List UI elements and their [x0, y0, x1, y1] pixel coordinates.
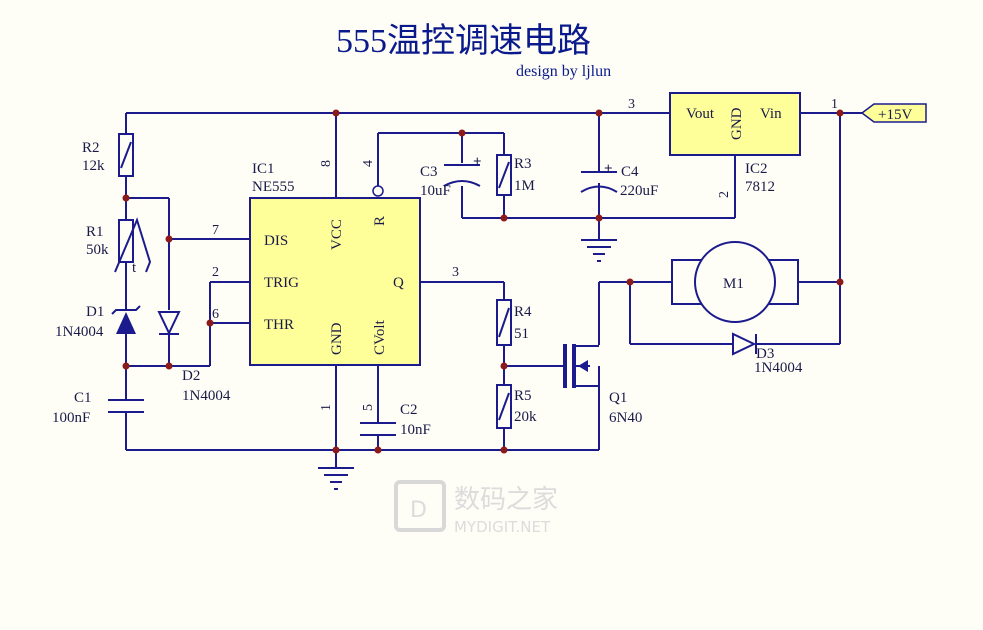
watermark: D 数码之家 MYDIGIT.NET [394, 480, 558, 536]
thermistor-icon [118, 219, 134, 263]
c3-capacitor: + C3 10uF [420, 154, 482, 199]
r1-value: 50k [86, 242, 109, 258]
resistor-icon [118, 133, 134, 177]
q1-ref: Q1 [609, 390, 627, 406]
d2-diode: D2 1N4004 [157, 311, 231, 404]
power-port-label: +15V [878, 107, 912, 123]
c3-polarity: + [473, 154, 482, 170]
q1-mosfet: Q1 6N40 [563, 344, 642, 426]
schematic-title: 555温控调速电路 [336, 22, 591, 60]
c4-capacitor: + C4 220uF [580, 161, 658, 199]
r2-resistor: R2 12k [82, 133, 134, 177]
ic1-r-label: R [372, 216, 388, 226]
r1-temp-mark: t [132, 260, 137, 276]
ic1-trig-label: TRIG [264, 275, 299, 291]
ic1-reset-inversion-bubble-icon [372, 185, 384, 197]
d1-diode: D1 1N4004 [55, 304, 141, 340]
ic1-pin3: 3 [452, 265, 459, 280]
d1-value: 1N4004 [55, 324, 104, 340]
diode-down-icon [157, 311, 181, 336]
c1-capacitor: C1 100nF [52, 390, 144, 426]
ic2-vin-label: Vin [760, 106, 782, 122]
c1-value: 100nF [52, 410, 90, 426]
m1-motor: M1 [671, 241, 799, 323]
d2-value: 1N4004 [182, 388, 231, 404]
ic1-gnd-label: GND [329, 322, 345, 355]
ic1-part: NE555 [252, 179, 295, 195]
c4-value: 220uF [620, 183, 658, 199]
resistor-icon [496, 299, 512, 346]
d3-ref: D3 [756, 346, 774, 362]
r3-ref: R3 [514, 156, 532, 172]
d1-ref: D1 [86, 304, 104, 320]
c2-value: 10nF [400, 422, 431, 438]
r5-value: 20k [514, 409, 537, 425]
resistor-icon [496, 154, 512, 196]
ic1-pin6: 6 [212, 307, 219, 322]
c2-ref: C2 [400, 402, 418, 418]
ic1-dis-label: DIS [264, 233, 288, 249]
ic1-pin8: 8 [319, 160, 334, 167]
r1-thermistor: t R1 50k [86, 217, 152, 276]
ic2-pin2: 2 [717, 191, 732, 198]
ic1-pin5: 5 [361, 404, 376, 411]
watermark-logo-icon [394, 480, 446, 532]
c3-ref: C3 [420, 164, 438, 180]
ic1-pin1: 1 [319, 404, 334, 411]
c4-ref: C4 [621, 164, 639, 180]
diode-up-icon [116, 312, 136, 334]
ic2-pin1: 1 [831, 97, 838, 112]
ic1-pin7: 7 [212, 223, 219, 238]
r5-resistor: R5 20k [496, 384, 537, 429]
d3-diode: D3 1N4004 [732, 332, 803, 376]
junction-nodes [122, 109, 844, 454]
r4-value: 51 [514, 326, 529, 342]
power-port-15v: +15V [860, 103, 927, 123]
m1-ref: M1 [723, 276, 744, 292]
diode-right-icon [732, 332, 757, 356]
d3-value: 1N4004 [754, 360, 803, 376]
d2-ref: D2 [182, 368, 200, 384]
r3-value: 1M [514, 178, 535, 194]
ground-symbol-regulator [581, 239, 617, 262]
ic1-thr-label: THR [264, 317, 294, 333]
r2-value: 12k [82, 158, 105, 174]
ic2-pin3: 3 [628, 97, 635, 112]
r4-resistor: R4 51 [496, 299, 532, 346]
ic2-part: 7812 [745, 179, 775, 195]
ic1-pin2: 2 [212, 265, 219, 280]
resistor-icon [496, 384, 512, 429]
watermark-logo-letter-icon: D [410, 498, 427, 523]
schematic-subtitle: design by ljlun [516, 63, 611, 80]
r3-resistor: R3 1M [496, 154, 535, 196]
ic2-vout-label: Vout [686, 106, 715, 122]
ic1-q-label: Q [393, 275, 404, 291]
watermark-text-en: MYDIGIT.NET [454, 518, 551, 536]
c1-ref: C1 [74, 390, 92, 406]
c4-polarity: + [604, 161, 613, 177]
watermark-text-cn: 数码之家 [454, 485, 558, 515]
ground-symbol-main [318, 467, 354, 490]
ic1-pin4: 4 [361, 160, 376, 167]
r1-ref: R1 [86, 224, 104, 240]
motor-icon [694, 241, 776, 323]
ic2-regulator: Vout Vin GND 3 1 2 IC2 7812 [628, 92, 838, 198]
q1-value: 6N40 [609, 410, 642, 426]
ic1-ne555: DIS TRIG THR Q VCC R GND CVolt 8 4 7 2 6… [212, 160, 459, 411]
c3-value: 10uF [420, 183, 451, 199]
r4-ref: R4 [514, 304, 532, 320]
ic1-vcc-label: VCC [329, 219, 345, 250]
ic1-cvolt-label: CVolt [372, 319, 388, 355]
ic2-gnd-label: GND [729, 107, 745, 140]
r5-ref: R5 [514, 388, 532, 404]
r2-ref: R2 [82, 140, 100, 156]
c2-capacitor: C2 10nF [360, 402, 431, 438]
ic1-ref: IC1 [252, 161, 275, 177]
ic2-ref: IC2 [745, 161, 768, 177]
